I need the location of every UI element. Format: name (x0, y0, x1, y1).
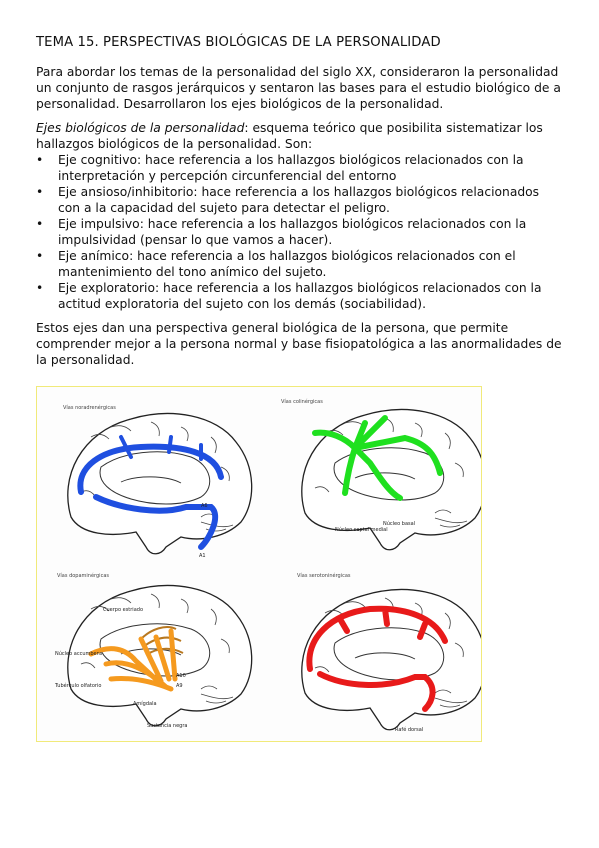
panel-label: A1 (199, 553, 206, 559)
definition-text: : esquema teórico que posibilita sistema… (36, 121, 543, 151)
serotonergic-panel: Vías serotoninérgicas Rafé dorsal (297, 572, 487, 733)
list-item-text: Eje ansioso/inhibitorio: hace referencia… (58, 185, 540, 215)
panel-label: Núcleo accumbens (55, 650, 103, 657)
panel-title: Vías dopaminérgicas (57, 572, 109, 579)
panel-title: Vías colinérgicas (281, 398, 323, 405)
page-title: TEMA 15. PERSPECTIVAS BIOLÓGICAS DE LA P… (36, 35, 441, 50)
list-item: • Eje cognitivo: hace referencia a los ha… (36, 152, 564, 184)
closing-paragraph: Estos ejes dan una perspectiva general b… (36, 321, 562, 367)
bullet-icon: • (36, 185, 44, 199)
axes-list: • Eje cognitivo: hace referencia a los ha… (36, 152, 564, 312)
list-item-text: Eje exploratorio: hace referencia a los … (58, 281, 542, 311)
panel-label: Amígdala (133, 700, 157, 707)
definition-term: Ejes biológicos de la personalidad (36, 121, 245, 135)
definition-paragraph: Ejes biológicos de la personalidad: esqu… (36, 120, 564, 152)
list-item: • Eje exploratorio: hace referencia a los… (36, 280, 564, 312)
intro-paragraph: Para abordar los temas de la personalida… (36, 65, 561, 111)
list-item-text: Eje cognitivo: hace referencia a los hal… (58, 153, 524, 183)
panel-label: Rafé dorsal (395, 726, 423, 733)
brain-pathways-figure: Vías noradrenérgicas A6 A1 Vías colinérg… (36, 386, 487, 742)
noradrenergic-panel: Vías noradrenérgicas A6 A1 (63, 404, 253, 559)
bullet-icon: • (36, 153, 44, 167)
list-item: • Eje impulsivo: hace referencia a los ha… (36, 216, 564, 248)
panel-label: Tubérculo olfatorio (54, 682, 101, 689)
panel-title: Vías serotoninérgicas (297, 572, 351, 579)
document-page: TEMA 15. PERSPECTIVAS BIOLÓGICAS DE LA P… (36, 34, 564, 376)
panel-label: Sustancia negra (147, 723, 187, 729)
list-item: • Eje anímico: hace referencia a los hall… (36, 248, 564, 280)
panel-label: A9 (176, 683, 183, 689)
panel-label: A6 (201, 503, 208, 509)
panel-label: A10 (176, 673, 186, 679)
dopaminergic-panel: Vías dopaminérgicas Cuerpo estriado Núcl… (54, 572, 253, 729)
bullet-icon: • (36, 281, 44, 295)
list-item: • Eje ansioso/inhibitorio: hace referenci… (36, 184, 564, 216)
panel-label: Núcleo basal (383, 520, 415, 527)
bullet-icon: • (36, 217, 44, 231)
panel-title: Vías noradrenérgicas (63, 404, 116, 411)
brain-pathways-illustration: Vías noradrenérgicas A6 A1 Vías colinérg… (54, 398, 487, 733)
list-item-text: Eje impulsivo: hace referencia a los hal… (58, 217, 527, 247)
cholinergic-panel: Vías colinérgicas Núcleo septal medial N… (281, 398, 487, 551)
list-item-text: Eje anímico: hace referencia a los halla… (58, 249, 516, 279)
bullet-icon: • (36, 249, 44, 263)
panel-label: Cuerpo estriado (103, 607, 143, 613)
panel-label: Núcleo septal medial (335, 526, 388, 533)
